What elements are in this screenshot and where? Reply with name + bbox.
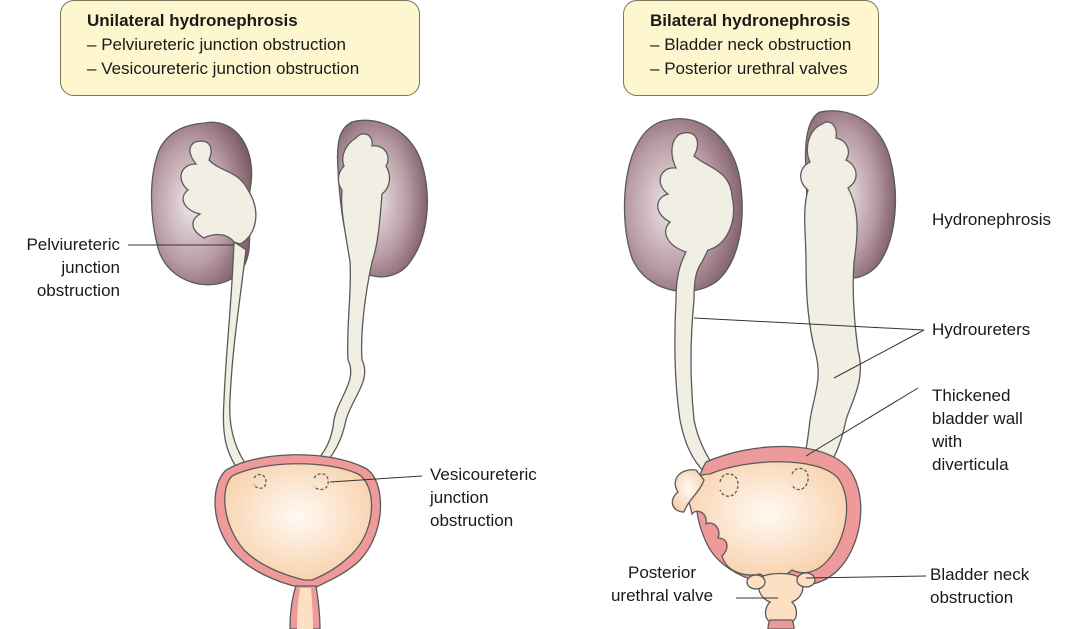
- left-diagram: [128, 120, 427, 629]
- label-hydronephrosis: Hydronephrosis: [932, 208, 1082, 231]
- label-pelviureteric: Pelviureteric junction obstruction: [0, 233, 120, 302]
- label-vesicoureteric: Vesicoureteric junction obstruction: [430, 463, 580, 532]
- left-panel-dilated-ureter: [314, 134, 389, 470]
- right-panel-left-pelvis: [658, 133, 734, 474]
- left-box-item: Pelviureteric junction obstruction: [87, 33, 405, 57]
- right-info-box: Bilateral hydronephrosis Bladder neck ob…: [623, 0, 879, 96]
- label-bladder-neck: Bladder neck obstruction: [930, 563, 1080, 609]
- right-urethra: [768, 620, 794, 629]
- left-urethra-lumen: [297, 588, 313, 629]
- right-box-item: Bladder neck obstruction: [650, 33, 864, 57]
- label-thickened-wall: Thickened bladder wall with diverticula: [932, 384, 1082, 476]
- neck-obstruction-right: [797, 573, 815, 587]
- left-box-heading: Unilateral hydronephrosis: [87, 9, 405, 33]
- left-info-box: Unilateral hydronephrosis Pelviureteric …: [60, 0, 420, 96]
- label-hydroureters: Hydroureters: [932, 318, 1082, 341]
- label-urethral-valve: Posterior urethral valve: [592, 561, 732, 607]
- right-panel-right-pelvis: [800, 122, 860, 470]
- left-box-item: Vesicoureteric junction obstruction: [87, 57, 405, 81]
- right-box-heading: Bilateral hydronephrosis: [650, 9, 864, 33]
- right-diagram: [625, 111, 927, 629]
- neck-obstruction-left: [747, 575, 765, 589]
- right-box-item: Posterior urethral valves: [650, 57, 864, 81]
